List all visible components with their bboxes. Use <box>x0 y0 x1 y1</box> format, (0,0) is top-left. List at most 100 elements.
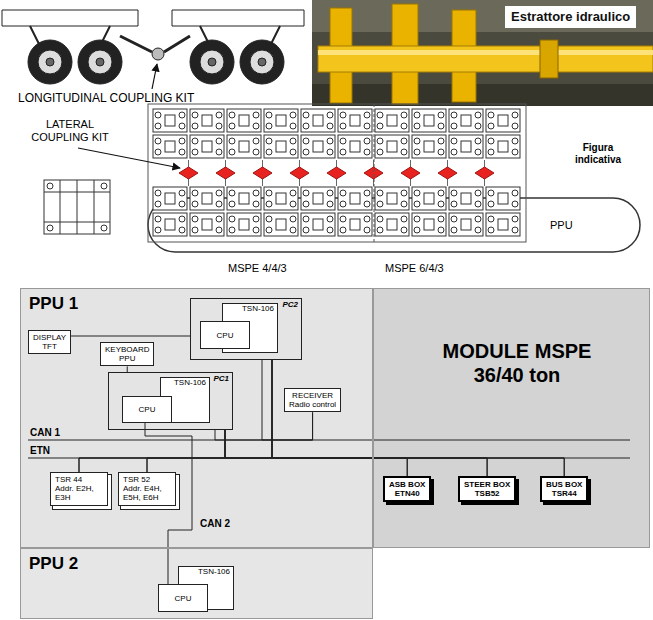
frame-ladder <box>44 180 110 234</box>
bus-wire <box>225 430 407 476</box>
asb-box: ASB BOXETN40 <box>383 476 431 502</box>
can1-bus <box>28 440 630 441</box>
bus-name: CAN 1 <box>30 427 60 439</box>
wheel-rim <box>250 50 274 74</box>
steer-box: STEER BOXTSB52 <box>458 476 516 502</box>
frame-wheel <box>101 183 107 189</box>
bus-wire <box>272 360 407 476</box>
wheel <box>78 40 122 84</box>
wheel-hub <box>258 58 266 66</box>
cylinder-highlight <box>318 50 653 55</box>
box-label: TSB52 <box>464 489 510 498</box>
pc-box: PC1 TSN-106CPU <box>108 372 233 430</box>
panel-ground <box>373 288 650 548</box>
figure-note: Figura indicativa <box>566 142 630 165</box>
photo-background <box>312 0 653 32</box>
bus-label: CAN 2 <box>200 518 230 529</box>
wheel-rim <box>200 50 224 74</box>
module-panel: MODULE MSPE 36/40 tonASB BOXETN40 STEER B… <box>373 288 650 548</box>
cpu-box: CPU <box>122 396 172 423</box>
module-rows <box>152 108 522 160</box>
pc-box: PC2 TSN-106CPU <box>190 298 302 360</box>
group-divider <box>374 104 375 242</box>
frame-wheel <box>47 183 53 189</box>
ppu-panel: PPU 1DISPLAY TFTPC2TSN-106CPUKEYBOARD PP… <box>20 288 373 548</box>
coupling-row <box>170 160 503 186</box>
box-label: PC2 <box>282 301 298 310</box>
part-label: LATERAL COUPLING KIT <box>20 118 120 143</box>
wheel <box>240 40 284 84</box>
suspension-strut <box>30 26 280 46</box>
box-label: TSR44 <box>546 489 582 498</box>
frame-outline <box>44 180 110 234</box>
wheel-hub <box>96 58 104 66</box>
box-label: PPU 1 <box>29 295 78 314</box>
box-label: KEYBOARD PPU <box>105 345 149 363</box>
coupling-pin <box>152 48 164 60</box>
cpu-box: CPU <box>158 584 208 612</box>
leader-line <box>152 64 157 89</box>
keyboard-box: KEYBOARD PPU <box>100 342 154 366</box>
tsr-box: TSR 52Addr. E4H, E5H, E6H <box>118 472 176 506</box>
box-label: Addr. E2H, E3H <box>55 484 103 502</box>
frame-wheel <box>47 225 53 231</box>
bus-wire <box>225 430 564 476</box>
photo-tag: Estrattore idraulico <box>505 6 636 28</box>
box-label: CPU <box>217 331 234 340</box>
box-label: Addr. E4H, E5H, E6H <box>123 484 171 502</box>
bus-wire <box>79 360 272 472</box>
box-label: ASB BOX <box>389 480 425 489</box>
bus-wire <box>225 430 487 476</box>
box-label: ETN40 <box>389 489 425 498</box>
bus-wire <box>71 336 190 337</box>
tsr-box: TSR 44Addr. E2H, E3H <box>50 472 108 506</box>
box-label: PC1 <box>213 375 229 384</box>
box-label: TSN-106 <box>242 305 274 314</box>
part-label: PPU <box>550 219 573 232</box>
frame-wheel <box>101 225 107 231</box>
wheel-rim <box>88 50 112 74</box>
box-label: CPU <box>175 594 192 603</box>
box-label: Radio control <box>289 400 336 409</box>
display-box: DISPLAY TFT <box>28 330 71 354</box>
module-outline <box>148 104 526 242</box>
box-label: DISPLAY TFT <box>33 333 66 351</box>
cpu-box: CPU <box>200 321 250 349</box>
box-label: TSN-106 <box>174 379 206 388</box>
wheel <box>190 40 234 84</box>
leader-line <box>78 148 180 168</box>
box-label: CPU <box>139 405 156 414</box>
part-label: LONGITUDINAL COUPLING KIT <box>18 92 194 106</box>
box-label: MODULE MSPE 36/40 ton <box>432 339 602 387</box>
receiver-box: RECEIVERRadio control <box>284 388 341 412</box>
box-label: TSR 52 <box>123 475 171 484</box>
group-label: MSPE 4/4/3 <box>228 262 287 275</box>
wheel-hub <box>46 58 54 66</box>
extractor-photo <box>312 0 653 106</box>
box-label: TSN-106 <box>198 568 230 577</box>
module-rows <box>152 186 522 238</box>
trailer-body <box>2 10 138 26</box>
box-label: PPU 2 <box>29 555 78 574</box>
bus-wire <box>215 412 313 440</box>
lateral-coupling-figure <box>44 104 640 252</box>
photo-shadow <box>312 84 653 106</box>
bus-wire <box>272 360 487 476</box>
wheel <box>28 40 72 84</box>
wheel-hub <box>208 58 216 66</box>
photo-ground <box>312 0 653 106</box>
box-label: Estrattore idraulico <box>511 9 630 25</box>
box-label: RECEIVER <box>289 391 336 400</box>
bus-name: ETN <box>30 445 50 457</box>
group-label: MSPE 6/4/3 <box>385 262 444 275</box>
box-label: STEER BOX <box>464 480 510 489</box>
hydraulic-cylinder <box>318 46 653 72</box>
wheel-rim <box>38 50 62 74</box>
cylinder-collar <box>540 40 558 78</box>
box-label: TSR 44 <box>55 475 103 484</box>
trailer-body <box>172 10 304 26</box>
bus-box: BUS BOXTSR44 <box>540 476 588 502</box>
box-label: BUS BOX <box>546 480 582 489</box>
trailer-drawing <box>2 10 304 84</box>
ppu-panel: PPU 2 TSN-106CPU <box>20 548 373 619</box>
